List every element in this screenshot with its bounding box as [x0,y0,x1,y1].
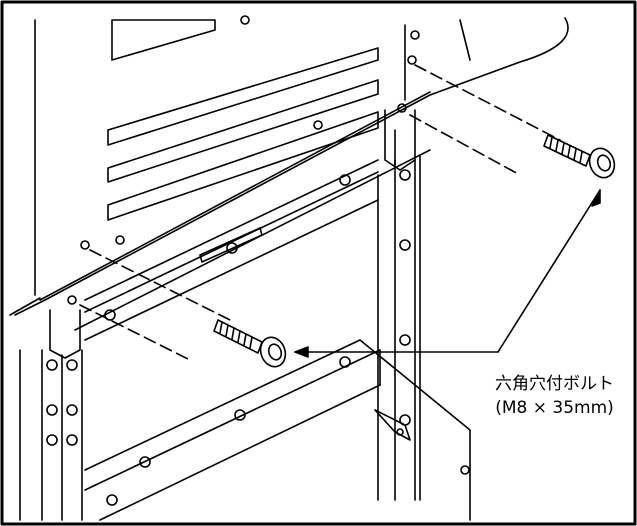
left-rack-post [19,309,83,521]
hex-bolt-lower [213,319,287,368]
upper-unit [9,15,569,331]
leader-lines [294,189,601,358]
alignment-lines [79,64,561,361]
rack-rails [84,159,379,341]
bolt-callout: 六角穴付ボルト (M8 × 35mm) [472,372,637,420]
bolt-callout-name: 六角穴付ボルト [495,374,614,394]
right-rack-post [377,109,421,501]
lower-unit [84,339,471,521]
hex-bolt-upper [543,134,616,179]
bolt-callout-size: (M8 × 35mm) [495,398,614,418]
